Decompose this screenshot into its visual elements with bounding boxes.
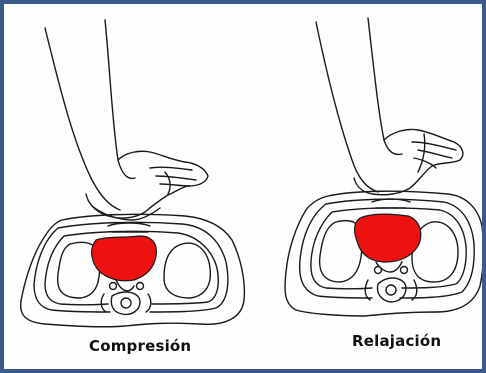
hand-right — [354, 129, 463, 194]
cpr-diagram — [4, 4, 482, 369]
spine-left — [111, 280, 140, 314]
arm-left — [45, 20, 135, 210]
heart-compressed — [92, 236, 157, 281]
relaxation-illustration — [285, 18, 482, 316]
arm-right — [316, 18, 402, 192]
compression-illustration — [21, 20, 245, 327]
heart-relaxed — [355, 214, 421, 262]
hand-left — [86, 151, 208, 218]
caption-relaxation: Relajación — [352, 332, 441, 350]
caption-compression: Compresión — [89, 337, 191, 355]
